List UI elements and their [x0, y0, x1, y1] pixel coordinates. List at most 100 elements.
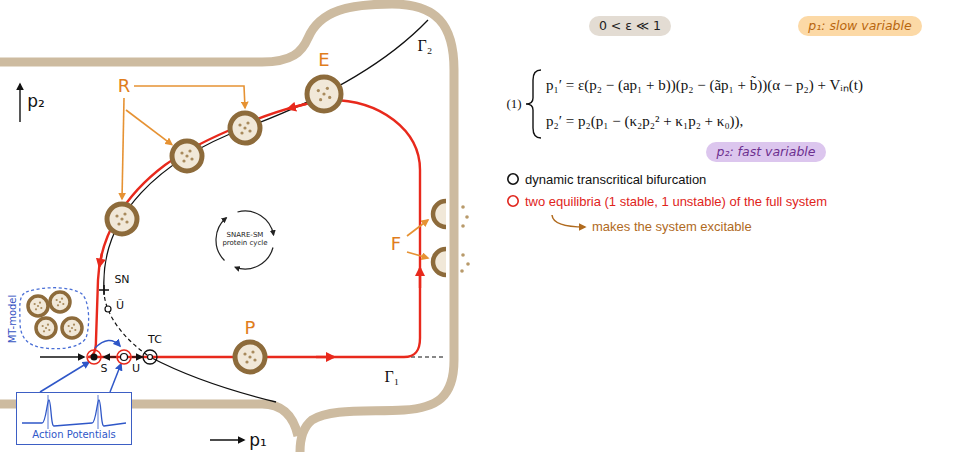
vesicle-content — [123, 212, 126, 215]
vesicle-content — [120, 217, 123, 220]
terminal-membrane — [0, 4, 454, 452]
vesicle-content — [248, 355, 251, 358]
vesicle — [50, 292, 70, 312]
vesicle-content — [117, 222, 120, 225]
flow-arrow — [40, 356, 84, 357]
vesicle-content — [251, 350, 254, 353]
tag-text: p₁: slow variable — [808, 18, 911, 33]
vesicle-content — [248, 129, 251, 132]
process-label-box: F — [391, 234, 401, 255]
bifurcation-ring — [143, 350, 157, 364]
vesicle — [36, 318, 56, 338]
action-potential-box: Action Potentials — [16, 392, 132, 445]
vesicle-content — [253, 358, 256, 361]
vesicle-content — [57, 304, 59, 306]
fused-vesicle — [433, 249, 446, 275]
legend-item: dynamic transcritical bifurcation — [506, 168, 827, 190]
legend-circle — [508, 196, 518, 206]
vesicle-content — [45, 327, 47, 329]
vesicle-content — [35, 308, 37, 310]
equilibrium-point — [105, 306, 111, 312]
vesicle-content — [68, 325, 70, 327]
cycle-arrow — [235, 248, 273, 269]
vesicle-content — [238, 123, 241, 126]
vesicle-content — [71, 327, 73, 329]
vesicle-content — [42, 325, 44, 327]
flow-arrow — [132, 356, 142, 357]
flow-arrow — [104, 356, 116, 357]
axis-arrow — [19, 84, 20, 122]
equation-box: p₂′ = p₂(p₁ − (κ₂p₂² + κ₁p₂ + κ₀)), — [546, 113, 743, 130]
point-label-box: Ũ — [116, 300, 124, 313]
vesicle-content — [240, 131, 243, 134]
box-label: Action Potentials — [20, 429, 128, 441]
equation: p₂′ = p₂(p₁ − (κ₂p₂² + κ₁p₂ + κ₀)), — [546, 113, 743, 129]
vesicle-cycle-orbit — [88, 100, 420, 357]
vesicle-content — [73, 324, 75, 326]
legend: dynamic transcritical bifurcation two equ… — [506, 168, 827, 212]
vesicle-content — [328, 96, 331, 99]
spike-trace-line — [22, 400, 126, 426]
vesicle-membrane — [107, 204, 137, 234]
recycling-arrows — [122, 86, 428, 258]
point-label-box: TC — [148, 334, 162, 347]
transmitter-dot — [461, 253, 465, 257]
process-label-box: P — [245, 318, 256, 339]
vesicle — [62, 318, 82, 338]
gamma2-curve — [104, 20, 428, 290]
vesicle-membrane — [235, 342, 265, 372]
point-label-box: U — [132, 363, 140, 376]
point-label: TC — [148, 333, 162, 346]
protein-cycle-icon: SNARE-SM protein cycle — [213, 208, 277, 272]
vesicle-membrane — [50, 292, 70, 312]
recycling-arrow — [134, 86, 245, 108]
equation: p₁′ = ε(p₂ − (ap₁ + b))(p₂ − (ãp₁ + b̃))… — [546, 77, 863, 93]
saddle-node-mark — [99, 285, 109, 295]
vesicle-content — [47, 324, 49, 326]
curve-label-box: Γ₁ — [385, 368, 400, 386]
vesicle-membrane — [28, 296, 48, 316]
vesicle-content — [40, 307, 42, 309]
equation-number-box: (1) — [506, 97, 521, 112]
curve-label: Γ₁ — [385, 368, 400, 385]
vesicle-content — [39, 302, 41, 304]
process-label: E — [318, 49, 329, 70]
transmitter-dot — [466, 262, 470, 266]
point-label: Ũ — [116, 299, 124, 312]
vesicle — [307, 77, 341, 111]
legend-symbol — [506, 172, 520, 186]
legend-text: two equilibria (1 stable, 1 unstable) of… — [525, 194, 827, 209]
fusion-arrow — [407, 220, 428, 236]
tag-text: p₂: fast variable — [716, 144, 815, 159]
vesicle-content — [74, 329, 76, 331]
process-label-box: R — [118, 76, 131, 97]
vesicle-content — [190, 157, 193, 160]
bifurcation-point — [148, 355, 153, 360]
vesicle-membrane — [307, 77, 341, 111]
vesicle — [230, 113, 260, 143]
vesicle-content — [180, 151, 183, 154]
vesicle-content — [317, 89, 320, 92]
vesicle-content — [188, 149, 191, 152]
equation-number: (1) — [506, 96, 521, 111]
model-label: MT-model — [7, 295, 18, 344]
vesicle-content — [62, 303, 64, 305]
vesicle-membrane — [172, 141, 202, 171]
equilibrium-ring — [87, 350, 101, 364]
variable-tag: p₁: slow variable — [798, 16, 921, 36]
process-label: P — [245, 317, 256, 338]
fusion-arrow — [407, 252, 428, 258]
vesicle-content — [37, 305, 39, 307]
vesicle-content — [115, 214, 118, 217]
spike-trace — [20, 395, 127, 429]
point-label: SN — [114, 273, 129, 286]
kick-arrow — [95, 340, 120, 348]
orbit-arrow — [316, 356, 334, 358]
axis-label: p₂ — [27, 91, 45, 111]
orbit-arrow — [288, 104, 306, 109]
vesicle-content — [322, 92, 325, 95]
transmitter-dot — [461, 205, 465, 209]
vesicle-pool-blob: MT-model — [4, 286, 94, 352]
